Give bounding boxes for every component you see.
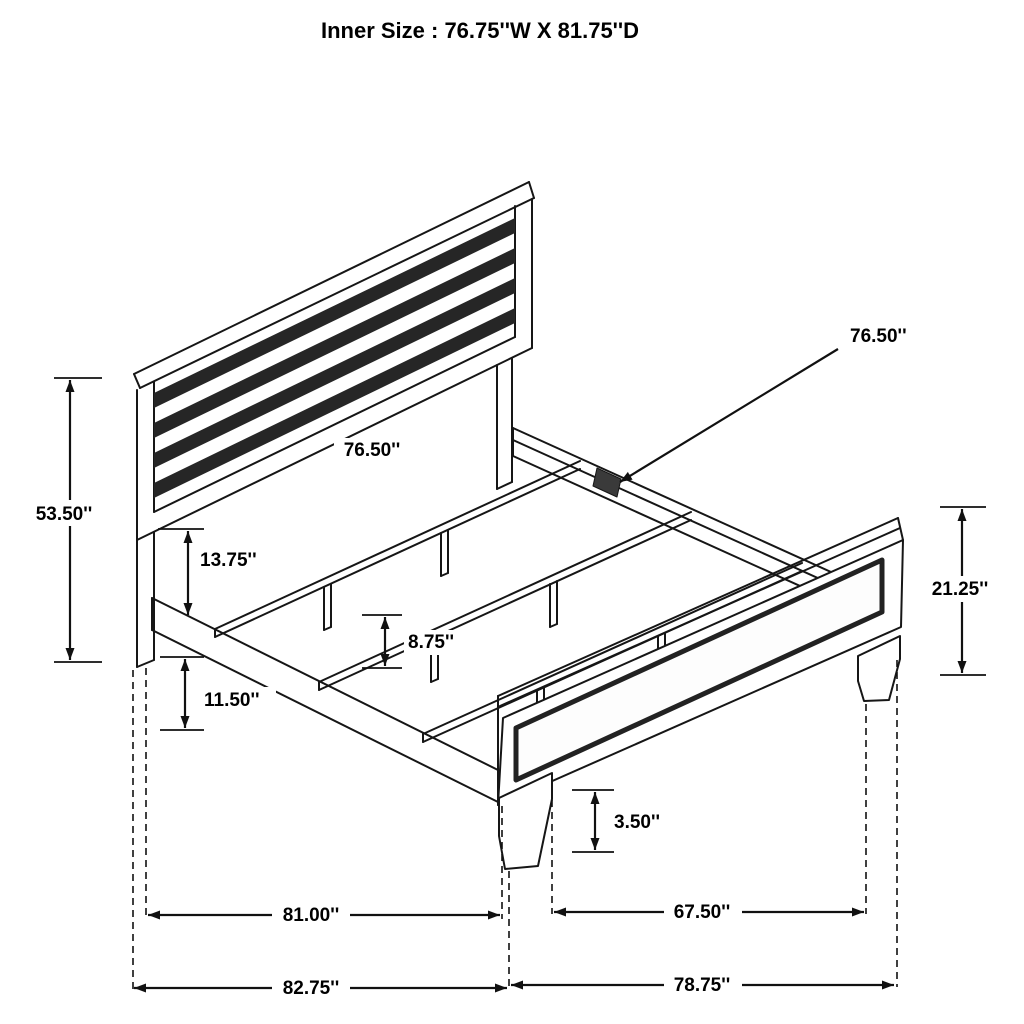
dimension-arrows <box>65 348 967 993</box>
headboard <box>133 181 535 541</box>
headboard-left-leg <box>136 531 155 668</box>
footboard-right-foot <box>857 635 901 702</box>
dim-overall-width-label: 78.75'' <box>674 975 731 996</box>
dim-inner-width-label: 76.50'' <box>344 440 401 461</box>
footboard-left-foot <box>498 772 553 870</box>
dim-overall-length-label: 82.75'' <box>283 978 340 999</box>
extension-lines <box>132 660 898 992</box>
dim-footboard-span-label: 67.50'' <box>674 902 731 923</box>
diagram-title: Inner Size : 76.75''W X 81.75''D <box>321 18 639 43</box>
label-masks <box>30 438 994 1001</box>
rail-bracket <box>592 467 622 498</box>
footboard-panel <box>513 557 885 783</box>
dim-rail-callout-label: 76.50'' <box>850 326 907 347</box>
dim-rail-height-label: 11.50'' <box>204 690 260 711</box>
slat-1 <box>214 460 581 638</box>
footboard <box>497 517 904 806</box>
dim-panel-to-rail-label: 13.75'' <box>200 550 257 571</box>
dim-footboard-height-label: 21.25'' <box>932 579 989 600</box>
dimension-ticks <box>54 377 986 853</box>
callout-leader-line <box>619 348 839 483</box>
side-rail-left <box>151 597 499 803</box>
bed-frame-drawing <box>133 181 904 870</box>
headboard-right-leg <box>496 357 513 490</box>
dim-headboard-height-label: 53.50'' <box>36 504 93 525</box>
headboard-slats <box>154 218 515 498</box>
dim-foot-height-label: 3.50'' <box>614 812 660 833</box>
dim-support-height-label: 8.75'' <box>408 632 454 653</box>
dimension-annotations: 53.50'' 21.25'' 13.75'' 76.50'' 8.75'' 1… <box>30 326 994 1001</box>
dim-inner-length-label: 81.00'' <box>283 905 340 926</box>
